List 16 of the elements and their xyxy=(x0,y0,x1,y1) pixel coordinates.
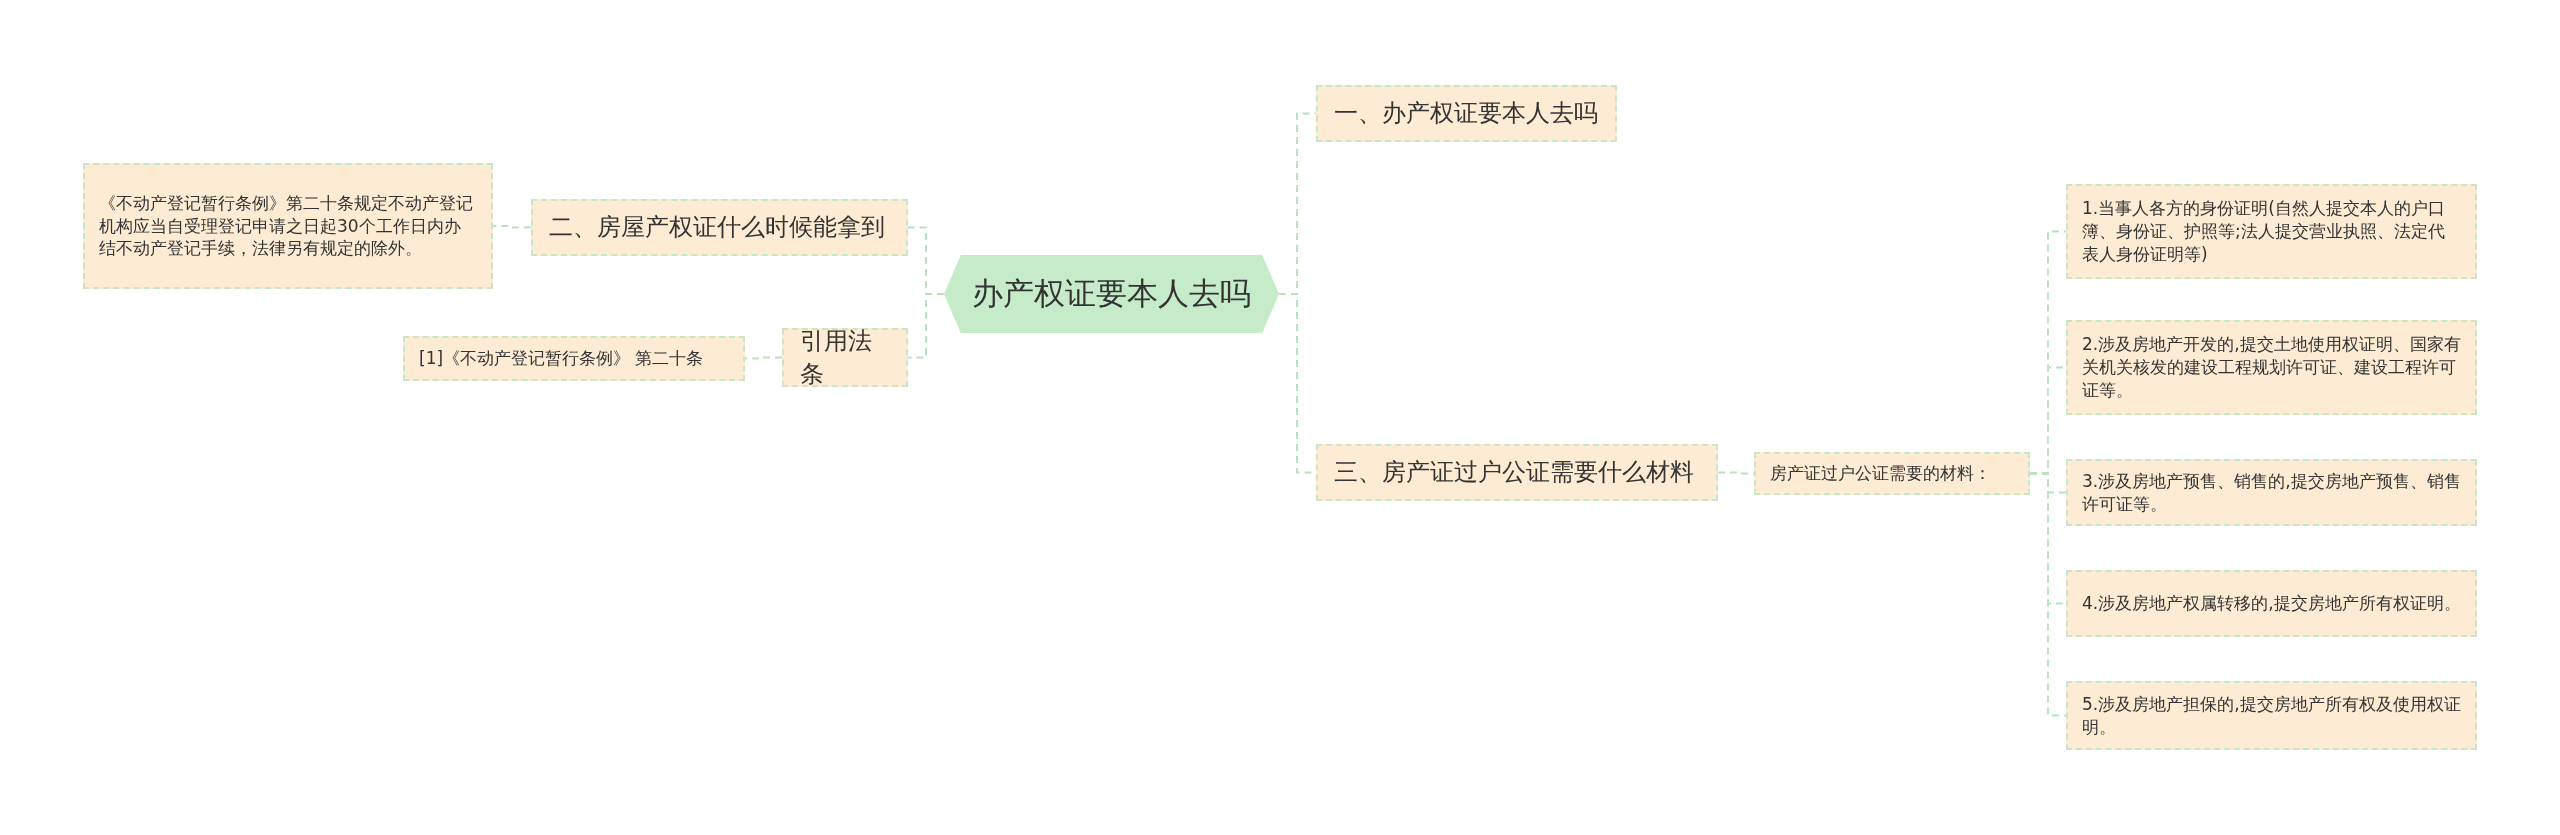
topic-box: 三、房产证过户公证需要什么材料 xyxy=(1316,444,1718,501)
topic-box: 一、办产权证要本人去吗 xyxy=(1316,85,1617,142)
topic-box: 引用法条 xyxy=(782,328,908,387)
connector-line xyxy=(2029,472,2067,717)
note-box: 3.涉及房地产预售、销售的,提交房地产预售、销售许可证等。 xyxy=(2066,459,2477,526)
note-box: 1.当事人各方的身份证明(自然人提交本人的户口簿、身份证、护照等;法人提交营业执照、法定代表人身份证明等) xyxy=(2066,184,2477,279)
note-box: 《不动产登记暂行条例》第二十条规定不动产登记机构应当自受理登记申请之日起30个工作日内办结不动产登记手续，法律另有规定的除外。 xyxy=(83,163,493,289)
note-box: 4.涉及房地产权属转移的,提交房地产所有权证明。 xyxy=(2066,570,2477,637)
note-box: [1]《不动产登记暂行条例》 第二十条 xyxy=(403,336,745,381)
note-box: 5.涉及房地产担保的,提交房地产所有权及使用权证明。 xyxy=(2066,681,2477,750)
connector-line xyxy=(492,225,532,229)
subtopic-box: 房产证过户公证需要的材料： xyxy=(1754,452,2030,495)
note-box: 2.涉及房地产开发的,提交土地使用权证明、国家有关机关核发的建设工程规划许可证、建设工程许可证等。 xyxy=(2066,320,2477,415)
connector-line xyxy=(744,356,783,360)
connector-line xyxy=(907,293,945,359)
topic-box: 二、房屋产权证什么时候能拿到 xyxy=(531,199,908,256)
